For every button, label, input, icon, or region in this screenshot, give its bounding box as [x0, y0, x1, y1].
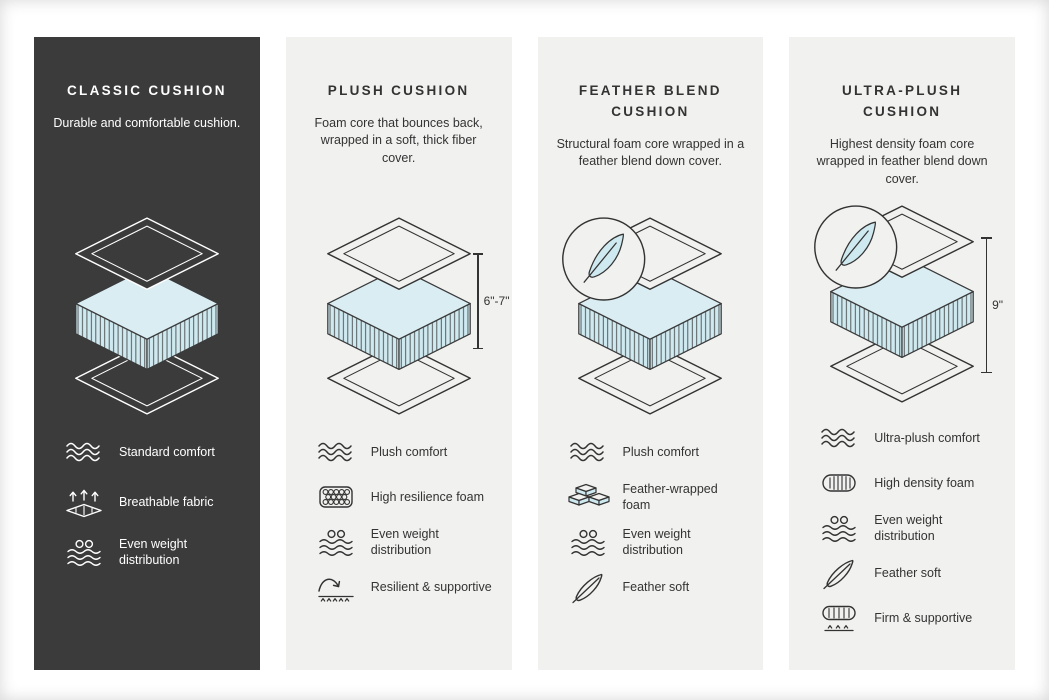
card-ultra-plush-cushion: ULTRA-PLUSH CUSHION Highest density foam…	[789, 37, 1015, 670]
feather-icon	[817, 556, 861, 590]
features-list: Standard comfort Breathable fabric Even …	[52, 435, 242, 585]
cushion-illustration: 9"	[807, 197, 1003, 411]
measurement-label: 9"	[992, 298, 1003, 312]
resilience-foam-icon	[314, 480, 358, 514]
feature-row: Standard comfort	[62, 435, 242, 469]
waves-icon	[62, 435, 106, 469]
feather-icon	[566, 570, 610, 604]
waves-icon	[817, 421, 861, 455]
height-measurement: 9"	[982, 237, 1003, 373]
feature-label: High resilience foam	[370, 489, 484, 504]
feature-label: High density foam	[874, 475, 975, 490]
weight-distribution-icon	[566, 525, 610, 559]
feature-row: Feather soft	[566, 570, 746, 604]
measurement-line	[473, 253, 482, 349]
waves-icon	[566, 435, 610, 469]
features-list: Plush comfort High resilience foam Even …	[304, 435, 494, 615]
resilient-supportive-icon	[314, 570, 358, 604]
feature-label: Even weight distribution	[119, 536, 188, 567]
card-title: PLUSH CUSHION	[327, 83, 470, 98]
cushion-layers	[326, 217, 471, 415]
feature-row: High density foam	[817, 466, 997, 500]
feature-row: Even weight distribution	[62, 535, 242, 569]
feature-label: Feather-wrapped foam	[622, 481, 718, 512]
feature-row: Even weight distribution	[314, 525, 494, 559]
feature-row: Breathable fabric	[62, 485, 242, 519]
cushion-layers	[74, 217, 219, 415]
cushion-illustration	[52, 209, 242, 425]
feature-label: Feather soft	[874, 565, 941, 580]
feature-row: Firm & supportive	[817, 601, 997, 635]
feature-row: Ultra-plush comfort	[817, 421, 997, 455]
cushion-diagram	[814, 205, 975, 403]
weight-distribution-icon	[817, 511, 861, 545]
firm-supportive-icon	[817, 601, 861, 635]
feature-label: Even weight distribution	[622, 526, 691, 557]
measurement-label: 6"-7"	[483, 294, 510, 308]
feature-row: Plush comfort	[314, 435, 494, 469]
feature-label: Plush comfort	[370, 444, 448, 459]
cushion-diagram	[74, 217, 219, 415]
card-title: FEATHER BLEND CUSHION	[578, 83, 722, 119]
feature-label: Breathable fabric	[119, 494, 214, 509]
cushion-diagram	[563, 217, 723, 415]
card-description: Foam core that bounces back, wrapped in …	[314, 115, 483, 165]
card-feather-blend-cushion: FEATHER BLEND CUSHION Structural foam co…	[537, 37, 764, 670]
weight-distribution-icon	[314, 525, 358, 559]
waves-icon	[314, 435, 358, 469]
card-description: Structural foam core wrapped in a feathe…	[556, 136, 745, 169]
card-header: PLUSH CUSHION Foam core that bounces bac…	[304, 81, 494, 209]
cushion-illustration	[556, 209, 746, 425]
feature-label: Feather soft	[622, 579, 690, 594]
feature-label: Resilient & supportive	[370, 579, 492, 594]
card-description: Highest density foam core wrapped in fea…	[816, 136, 988, 186]
feather-badge-icon	[563, 218, 646, 300]
card-header: FEATHER BLEND CUSHION Structural foam co…	[556, 81, 746, 209]
cushion-illustration: 6"-7"	[304, 209, 510, 425]
features-list: Plush comfort Feather-wrapped foam Even …	[556, 435, 746, 615]
card-plush-cushion: PLUSH CUSHION Foam core that bounces bac…	[285, 37, 512, 670]
card-header: CLASSIC CUSHION Durable and comfortable …	[52, 81, 242, 209]
feature-row: Even weight distribution	[817, 511, 997, 545]
measurement-line	[982, 237, 991, 373]
feature-row: Feather soft	[817, 556, 997, 590]
breathable-fabric-icon	[62, 485, 106, 519]
cushion-diagram	[326, 217, 471, 415]
feature-label: Even weight distribution	[874, 512, 943, 543]
features-list: Ultra-plush comfort High density foam Ev…	[807, 421, 997, 646]
feature-row: High resilience foam	[314, 480, 494, 514]
card-description: Durable and comfortable cushion.	[53, 115, 241, 130]
height-measurement: 6"-7"	[473, 253, 510, 349]
feature-label: Standard comfort	[119, 444, 215, 459]
feature-label: Plush comfort	[622, 444, 699, 459]
feature-label: Even weight distribution	[370, 526, 439, 557]
card-title: ULTRA-PLUSH CUSHION	[841, 83, 963, 119]
feature-row: Plush comfort	[566, 435, 746, 469]
card-classic-cushion: CLASSIC CUSHION Durable and comfortable …	[34, 37, 260, 670]
feature-row: Feather-wrapped foam	[566, 480, 746, 514]
feature-label: Ultra-plush comfort	[874, 430, 980, 445]
feature-row: Even weight distribution	[566, 525, 746, 559]
high-density-foam-icon	[817, 466, 861, 500]
feather-wrapped-foam-icon	[566, 480, 610, 514]
feature-label: Firm & supportive	[874, 610, 973, 625]
feature-row: Resilient & supportive	[314, 570, 494, 604]
card-header: ULTRA-PLUSH CUSHION Highest density foam…	[807, 81, 997, 197]
feather-badge-icon	[814, 206, 897, 288]
weight-distribution-icon	[62, 535, 106, 569]
card-title: CLASSIC CUSHION	[66, 83, 227, 98]
